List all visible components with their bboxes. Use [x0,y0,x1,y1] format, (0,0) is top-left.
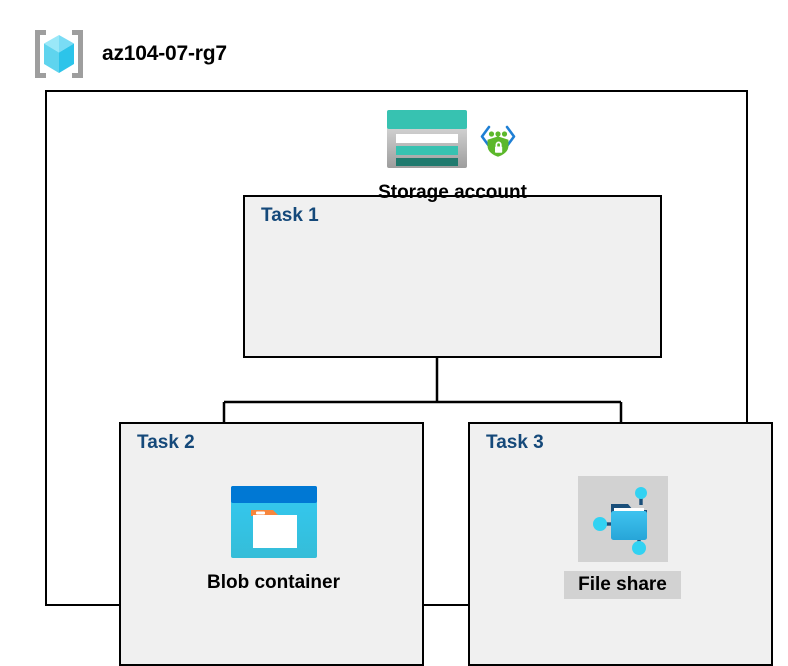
task-2-box[interactable]: Task 2 [119,422,424,666]
storage-account-icon-group [385,108,521,170]
file-share-icon [592,487,647,555]
task-3-box[interactable]: Task 3 [468,422,773,666]
task-2-label: Task 2 [137,432,195,453]
blob-container-icon-group [229,484,319,560]
file-share-icon-group [577,476,668,562]
storage-account-caption: Storage account [378,182,527,203]
file-share-icon-wrap [577,476,668,562]
node-storage-account[interactable]: Storage account [243,108,662,207]
resource-group-header: az104-07-rg7 [30,26,227,82]
node-blob-container[interactable]: Blob container [121,484,426,597]
resource-group-title: az104-07-rg7 [102,42,227,65]
task-3-label: Task 3 [486,432,544,453]
file-share-caption: File share [564,571,681,599]
task-1-label: Task 1 [261,205,319,226]
resource-group-container: Task 1 [45,90,773,666]
private-endpoint-icon [474,116,521,162]
diagram-canvas: az104-07-rg7 Task 1 [30,26,773,666]
private-endpoint-icon-wrap [474,116,521,162]
storage-account-icon-wrap [385,108,469,170]
blob-container-icon [230,486,317,558]
task-1-box[interactable]: Task 1 [243,195,662,358]
storage-account-icon [386,110,467,168]
blob-container-icon-wrap [229,484,319,560]
resource-group-cube-icon [35,30,83,78]
node-file-share[interactable]: File share [470,476,775,599]
blob-container-caption: Blob container [206,572,340,593]
